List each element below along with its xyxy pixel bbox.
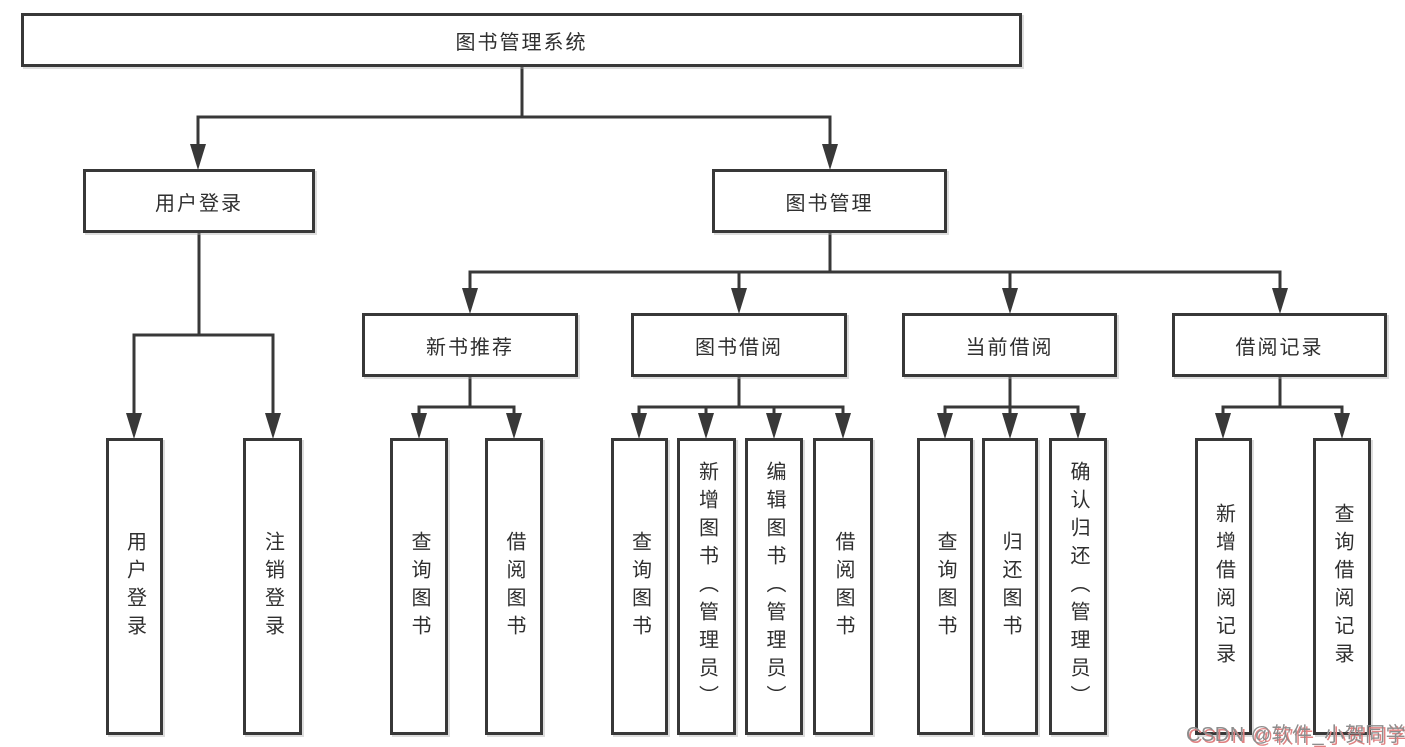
leaf-borrow-books-recommend: 借阅图书 (485, 438, 543, 735)
leaf-add-borrow-record-label: 新增借阅记录 (1212, 502, 1235, 671)
watermark: CSDN @软件_小贺同学 (1186, 724, 1405, 746)
leaf-borrow-books: 借阅图书 (813, 438, 873, 735)
node-new-book-recommend: 新书推荐 (362, 313, 578, 377)
leaf-edit-books-admin-label: 编辑图书（管理员） (763, 460, 785, 713)
leaf-query-books-current: 查询图书 (917, 438, 973, 735)
leaf-query-books-borrowing: 查询图书 (611, 438, 668, 735)
leaf-user-login-label: 用户登录 (123, 530, 146, 643)
node-user-login: 用户登录 (83, 169, 315, 233)
node-user-login-label: 用户登录 (155, 192, 243, 215)
leaf-query-books-recommend: 查询图书 (390, 438, 448, 735)
node-borrowing-records-label: 借阅记录 (1235, 336, 1324, 359)
node-book-management-label: 图书管理 (785, 192, 874, 215)
node-book-management: 图书管理 (712, 169, 947, 233)
leaf-borrow-books-label: 借阅图书 (832, 530, 854, 643)
leaf-logout-login-label: 注销登录 (261, 530, 284, 643)
leaf-add-borrow-record: 新增借阅记录 (1195, 438, 1252, 735)
root-node-label: 图书管理系统 (455, 31, 588, 54)
leaf-confirm-return-admin: 确认归还（管理员） (1049, 438, 1107, 735)
root-node: 图书管理系统 (21, 13, 1022, 67)
leaf-borrow-books-recommend-label: 借阅图书 (503, 530, 525, 643)
leaf-user-login: 用户登录 (106, 438, 163, 735)
node-new-book-recommend-label: 新书推荐 (426, 336, 514, 359)
leaf-add-books-admin-label: 新增图书（管理员） (695, 460, 718, 713)
node-current-borrowing: 当前借阅 (902, 313, 1117, 377)
leaf-edit-books-admin: 编辑图书（管理员） (745, 438, 803, 735)
leaf-query-books-current-label: 查询图书 (934, 530, 956, 643)
leaf-query-books-borrowing-label: 查询图书 (628, 530, 651, 643)
node-current-borrowing-label: 当前借阅 (965, 336, 1054, 359)
leaf-query-borrow-record: 查询借阅记录 (1313, 438, 1371, 735)
leaf-add-books-admin: 新增图书（管理员） (677, 438, 736, 735)
tree-edges (132, 67, 1344, 432)
node-borrowing-records: 借阅记录 (1172, 313, 1387, 377)
leaf-confirm-return-admin-label: 确认归还（管理员） (1067, 460, 1089, 713)
leaf-return-books: 归还图书 (982, 438, 1038, 735)
leaf-logout-login: 注销登录 (243, 438, 302, 735)
node-book-borrowing-label: 图书借阅 (695, 336, 783, 359)
leaf-return-books-label: 归还图书 (999, 530, 1021, 643)
node-book-borrowing: 图书借阅 (631, 313, 847, 377)
leaf-query-borrow-record-label: 查询借阅记录 (1331, 502, 1353, 671)
arrowheads (126, 144, 1350, 439)
leaf-query-books-recommend-label: 查询图书 (408, 530, 430, 643)
